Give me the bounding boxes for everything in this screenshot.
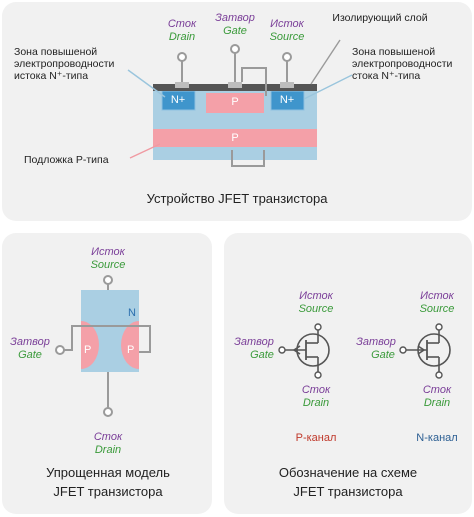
simplified-model [55,275,151,417]
simplified-gate-en: Gate [18,349,42,361]
metal-contact-drain [280,82,294,88]
symbols-title-line1: Обозначение на схеме [278,465,418,480]
n-plus-source-text: N+ [170,94,186,106]
zone-left-line2: электропроводности [14,58,115,70]
zone-right-line2: электропроводности [352,58,453,70]
top-source-en: Drain [168,31,196,43]
simplified-title-line1: Упрощенная модель [46,465,170,480]
p-gate-region [206,93,264,113]
simplified-source-terminal [103,275,113,285]
zone-left-line1: Зона повышеной [14,46,98,58]
top-gate-en: Gate [223,25,247,37]
n-symbol-source-ru: Исток [420,290,454,302]
metal-contact-source [175,82,189,88]
zone-right-line1: Зона повышеной [352,46,436,58]
simplified-drain-ru: Сток [93,431,123,443]
zone-left-line3: истока N⁺-типа [14,70,89,82]
p-channel-symbol [278,323,330,379]
simplified-title-line2: JFET транзистора [53,484,163,499]
gate-loop-wire [231,67,267,167]
n-symbol-drain-ru: Сток [422,384,452,396]
n-channel-symbol [399,323,451,379]
p-symbol-drain-en: Drain [302,397,330,409]
drain-terminal [282,52,292,62]
top-title: Устройство JFET транзистора [146,191,328,206]
n-symbol-source-en: Source [419,303,455,315]
p-gate-right [121,321,139,369]
p-symbol-gate-ru: Затвор [234,336,274,348]
gate-loop-simplified [62,325,151,353]
simplified-source-ru: Исток [91,246,125,258]
p-channel-label: P-канал [295,432,337,444]
p-substrate-band [153,129,317,147]
p-symbol-gate-en: Gate [250,349,274,361]
source-terminal [177,52,187,62]
simplified-p-right: P [127,344,135,356]
simplified-gate-ru: Затвор [10,336,50,348]
simplified-p-left: P [84,344,92,356]
n-channel-label: N-канал [416,432,458,444]
top-drain-en: Source [269,31,305,43]
p-substrate-text: P [231,132,239,144]
n-symbol-gate-ru: Затвор [356,336,396,348]
substrate-label: Подложка P-типа [24,154,109,166]
insulating-layer-label: Изолирующий слой [332,12,428,24]
simplified-n-label: N [128,307,136,319]
top-drain-ru: Исток [270,18,304,30]
n-symbol-drain-en: Drain [423,397,451,409]
n-plus-drain-text: N+ [279,94,295,106]
metal-contact-gate [228,82,242,88]
simplified-source-en: Source [90,259,126,271]
zone-right-line3: стока N⁺-типа [352,70,421,82]
symbols-title-line2: JFET транзистора [293,484,403,499]
p-gate-left [81,321,99,369]
p-symbol-drain-ru: Сток [301,384,331,396]
gate-terminal [230,44,240,54]
top-source-ru: Сток [167,18,197,30]
simplified-drain-en: Drain [94,444,122,456]
top-gate-ru: Затвор [215,12,255,24]
simplified-drain-terminal [103,407,113,417]
jfet-cross-section [127,39,353,167]
p-symbol-source-ru: Исток [299,290,333,302]
p-gate-text: P [231,96,239,108]
simplified-gate-terminal [55,345,65,355]
n-symbol-gate-en: Gate [371,349,395,361]
p-symbol-source-en: Source [298,303,334,315]
